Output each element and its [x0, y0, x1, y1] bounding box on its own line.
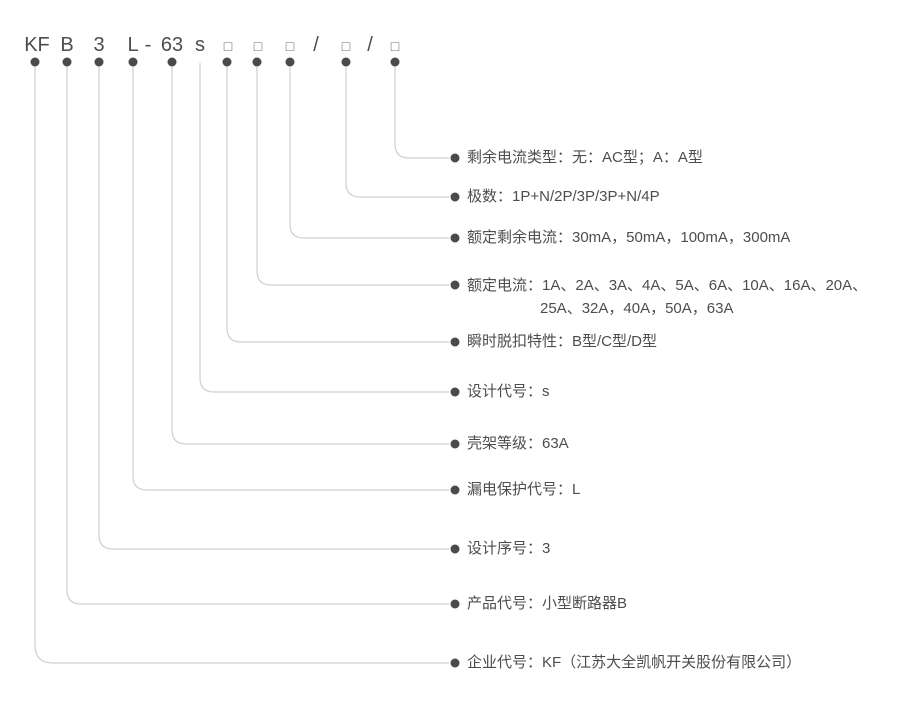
label-bullet-design-code	[450, 387, 460, 397]
connector-residual-type	[394, 67, 449, 159]
label-design-code: 设计代号：s	[467, 383, 550, 400]
code-bullet-b	[62, 57, 72, 67]
label-residual-current-type: 剩余电流类型：无：AC型；A：A型	[467, 149, 703, 166]
label-bullet-company-code	[450, 658, 460, 668]
label-rated-current: 额定电流：1A、2A、3A、4A、5A、6A、10A、16A、20A、 25A、3…	[467, 274, 867, 320]
label-rated-current-line2: 25A、32A，40A，50A，63A	[540, 300, 734, 317]
connector-rated-current	[256, 67, 449, 286]
code-char-product-b: B	[60, 34, 74, 56]
label-bullet-rated-residual-current	[450, 233, 460, 243]
label-rated-residual-current: 额定剩余电流：30mA，50mA，100mA，300mA	[467, 229, 791, 246]
code-bullet-residual-box	[285, 57, 295, 67]
code-box-poles: □	[341, 38, 351, 54]
code-bullet-l	[128, 57, 138, 67]
connector-design-series	[98, 67, 449, 550]
code-box-type: □	[390, 38, 400, 54]
label-company-code: 企业代号：KF（江苏大全凯帆开关股份有限公司）	[467, 654, 802, 671]
connector-design-code	[199, 63, 449, 393]
code-bullet-trip-box	[222, 57, 232, 67]
code-bullet-poles-box	[341, 57, 351, 67]
code-char-company-kf: KF	[24, 34, 50, 56]
connector-rated-residual-current	[289, 67, 449, 239]
label-trip-characteristic: 瞬时脱扣特性：B型/C型/D型	[467, 333, 658, 350]
label-poles: 极数：1P+N/2P/3P/3P+N/4P	[467, 188, 660, 205]
code-bullet-3	[94, 57, 104, 67]
code-box-current: □	[253, 38, 263, 54]
code-char-frame-63: 63	[160, 34, 184, 56]
code-bullet-63	[167, 57, 177, 67]
code-bullet-kf	[30, 57, 40, 67]
code-box-residual: □	[285, 38, 295, 54]
connector-frame-rating	[171, 67, 449, 445]
connector-trip-characteristic	[226, 67, 449, 343]
label-bullet-residual-type	[450, 153, 460, 163]
label-product-code: 产品代号：小型断路器B	[467, 595, 628, 612]
connector-poles	[345, 67, 449, 198]
code-char-design-s: s	[195, 34, 205, 56]
label-bullet-rated-current	[450, 280, 460, 290]
connector-company-code	[34, 67, 449, 664]
code-char-series-3: 3	[93, 34, 105, 56]
label-design-series: 设计序号：3	[467, 540, 551, 557]
label-bullet-product-code	[450, 599, 460, 609]
label-bullet-frame-rating	[450, 439, 460, 449]
code-char-leakage-l: L	[127, 34, 139, 56]
label-bullet-design-series	[450, 544, 460, 554]
code-char-slash-2: /	[367, 34, 373, 56]
code-bullet-type-box	[390, 57, 400, 67]
label-rated-current-line1: 额定电流：1A、2A、3A、4A、5A、6A、10A、16A、20A、	[467, 277, 868, 294]
label-bullet-poles	[450, 192, 460, 202]
code-char-slash-1: /	[313, 34, 319, 56]
code-bullet-current-box	[252, 57, 262, 67]
code-char-hyphen: -	[144, 34, 152, 56]
label-leakage-protection-code: 漏电保护代号：L	[467, 481, 581, 498]
label-frame-rating: 壳架等级：63A	[467, 435, 569, 452]
label-bullet-trip-characteristic	[450, 337, 460, 347]
code-box-trip: □	[223, 38, 233, 54]
connector-product-code	[66, 67, 449, 605]
connector-leakage-code	[132, 67, 449, 491]
label-bullet-leakage-code	[450, 485, 460, 495]
